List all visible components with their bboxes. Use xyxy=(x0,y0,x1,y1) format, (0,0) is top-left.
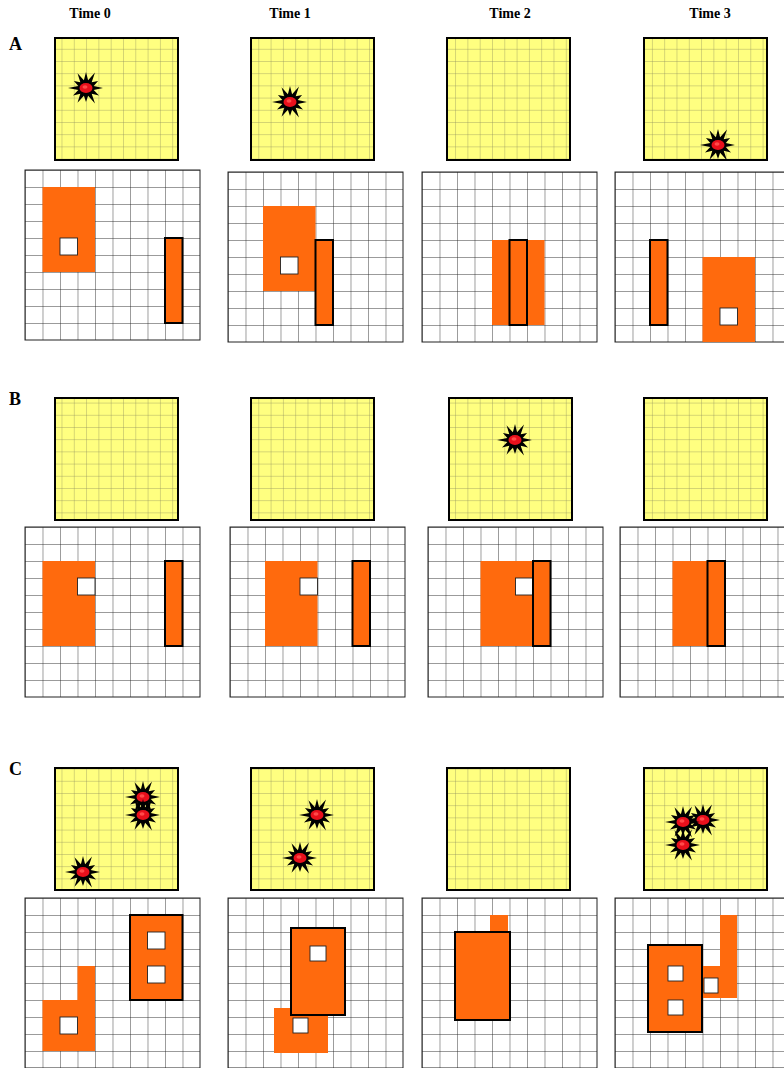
track-box xyxy=(130,915,183,1000)
track-grid xyxy=(228,898,403,1068)
yellow-grid xyxy=(449,398,572,520)
panel-letter: B xyxy=(9,390,21,410)
track-box xyxy=(316,240,334,325)
track-grid xyxy=(25,170,200,340)
yellow-grid xyxy=(55,768,178,890)
track-box xyxy=(510,240,528,325)
hole-cell xyxy=(293,1018,308,1033)
detection-star xyxy=(272,86,307,118)
column-header: Time 2 xyxy=(489,6,530,21)
panel-letter: C xyxy=(9,760,22,780)
hole-cell xyxy=(281,257,299,274)
track-box xyxy=(291,928,345,1015)
detection-star xyxy=(125,799,160,831)
yellow-grid xyxy=(644,38,767,160)
yellow-grid xyxy=(251,38,374,160)
hole-cell xyxy=(78,578,96,595)
yellow-grid xyxy=(251,398,374,520)
yellow-grid xyxy=(644,768,767,890)
track-grid xyxy=(25,527,200,697)
yellow-grid xyxy=(447,768,570,890)
track-grid xyxy=(25,898,200,1068)
yellow-grid xyxy=(55,398,178,520)
track-grid xyxy=(228,172,403,342)
hole-cell xyxy=(668,966,683,981)
object-blob xyxy=(702,915,737,998)
object-blob xyxy=(265,561,318,646)
detection-star xyxy=(282,842,317,874)
yellow-grid xyxy=(251,768,374,890)
detection-star xyxy=(68,72,103,104)
track-grid xyxy=(615,898,784,1068)
column-header: Time 0 xyxy=(69,6,110,21)
track-box xyxy=(533,561,551,646)
detection-star xyxy=(497,424,532,456)
yellow-grids xyxy=(55,38,767,890)
track-box xyxy=(455,932,510,1020)
panel-letter: A xyxy=(9,35,22,55)
hole-cell xyxy=(310,946,326,961)
object-blob xyxy=(43,187,96,272)
track-grid xyxy=(422,172,597,342)
track-box xyxy=(353,561,371,646)
hole-cell xyxy=(704,978,718,993)
hole-cell xyxy=(148,966,166,983)
track-grid xyxy=(620,527,784,697)
track-box xyxy=(708,561,726,646)
hole-cell xyxy=(300,578,318,595)
hole-cell xyxy=(668,1000,683,1015)
hole-cell xyxy=(60,238,78,255)
detection-star xyxy=(65,856,100,888)
object-blob xyxy=(43,561,96,646)
hole-cell xyxy=(60,1017,78,1034)
track-grid xyxy=(615,172,784,342)
track-box xyxy=(165,238,183,323)
column-header: Time 3 xyxy=(689,6,730,21)
hole-cell xyxy=(148,932,166,949)
track-box xyxy=(165,561,183,646)
track-grid xyxy=(428,527,603,697)
column-header: Time 1 xyxy=(269,6,310,21)
detection-star xyxy=(299,799,334,831)
object-blob xyxy=(703,257,756,342)
track-grid xyxy=(230,527,405,697)
object-blob xyxy=(673,561,726,646)
object-blob xyxy=(43,966,96,1051)
yellow-grid xyxy=(644,398,767,520)
hole-cell xyxy=(720,308,738,325)
detection-star xyxy=(665,829,700,861)
track-box xyxy=(650,240,668,325)
object-blob xyxy=(481,561,534,646)
yellow-grid xyxy=(55,38,178,160)
yellow-grid xyxy=(447,38,570,160)
hole-cell xyxy=(516,578,534,595)
detection-star xyxy=(700,129,735,161)
track-box xyxy=(648,945,702,1032)
object-blob xyxy=(492,240,545,325)
object-blob xyxy=(263,206,316,291)
track-grid xyxy=(422,898,597,1068)
